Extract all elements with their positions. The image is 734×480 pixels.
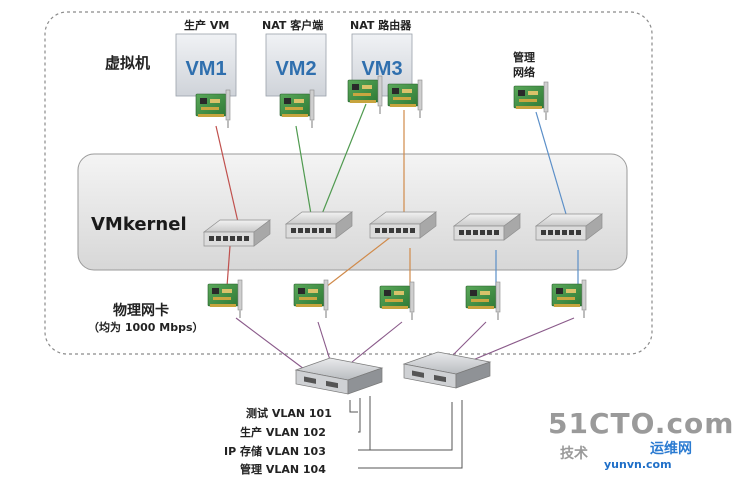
vlan-101-label: 测试 VLAN 101 [246,407,332,420]
physical-nics-label: 物理网卡 [113,303,169,319]
watermark-slogan-left: 技术 [560,446,588,462]
vm2-title: NAT 客户端 [262,19,324,32]
pnic-1-icon [207,279,243,319]
link-pnic5-pswitch2 [467,317,575,363]
pnic-5-icon [551,279,587,319]
vm2-nic-icon [279,89,315,129]
vm1-nic-icon [195,89,231,129]
host-boundary [44,11,653,355]
vlan-103-label: IP 存储 VLAN 103 [224,445,326,458]
link-pnic4-pswitch2 [451,321,487,357]
link-vm1-vswitch1 [215,125,239,223]
vlan104-line [358,400,463,469]
vm3-nic-a-icon [347,75,383,115]
watermark-site: 51CTO.com [548,407,734,440]
link-vswitch3-pnic2 [321,235,393,291]
pnic-3-icon [379,281,415,321]
vm1-box: VM1 [175,33,237,97]
network-diagram: VM1 VM2 VM3 [44,11,653,469]
mgmt-network-label-1: 管理 [513,51,535,64]
link-vm3a-vswitch2 [321,103,367,215]
vlan-104-label: 管理 VLAN 104 [240,463,326,476]
pnic-4-icon [465,281,501,321]
vm1-title: 生产 VM [184,19,230,32]
link-vm2-vswitch2 [295,125,313,221]
watermark-url: yunvn.com [604,458,672,471]
vmkernel-label: VMkernel [91,214,187,235]
physical-nics-note: （均为 1000 Mbps） [88,321,204,334]
link-pnic1-pswitch1 [235,317,309,373]
vm2-name: VM2 [275,58,316,80]
vm-section-label: 虚拟机 [105,54,151,72]
link-pnic3-pswitch1 [351,321,403,363]
watermark-slogan-right: 运维网 [650,441,692,457]
mgmt-nic-icon [513,81,549,121]
vm1-name: VM1 [185,58,226,80]
vlan103-line-b [370,402,453,451]
vlan102-line [358,398,361,433]
link-mgmt-vswitch5 [535,111,567,215]
vm2-box: VM2 [265,33,327,97]
vlan101-line [349,400,358,413]
vm3-nic-b-icon [387,79,423,119]
pnic-2-icon [293,279,329,319]
pswitch-1-icon [295,357,383,395]
mgmt-network-label-2: 网络 [513,66,535,79]
vm3-name: VM3 [361,58,402,80]
pswitch-2-icon [403,351,491,389]
vlan-102-label: 生产 VLAN 102 [240,426,326,439]
vm3-title: NAT 路由器 [350,19,412,32]
link-pnic2-pswitch1 [317,321,331,361]
